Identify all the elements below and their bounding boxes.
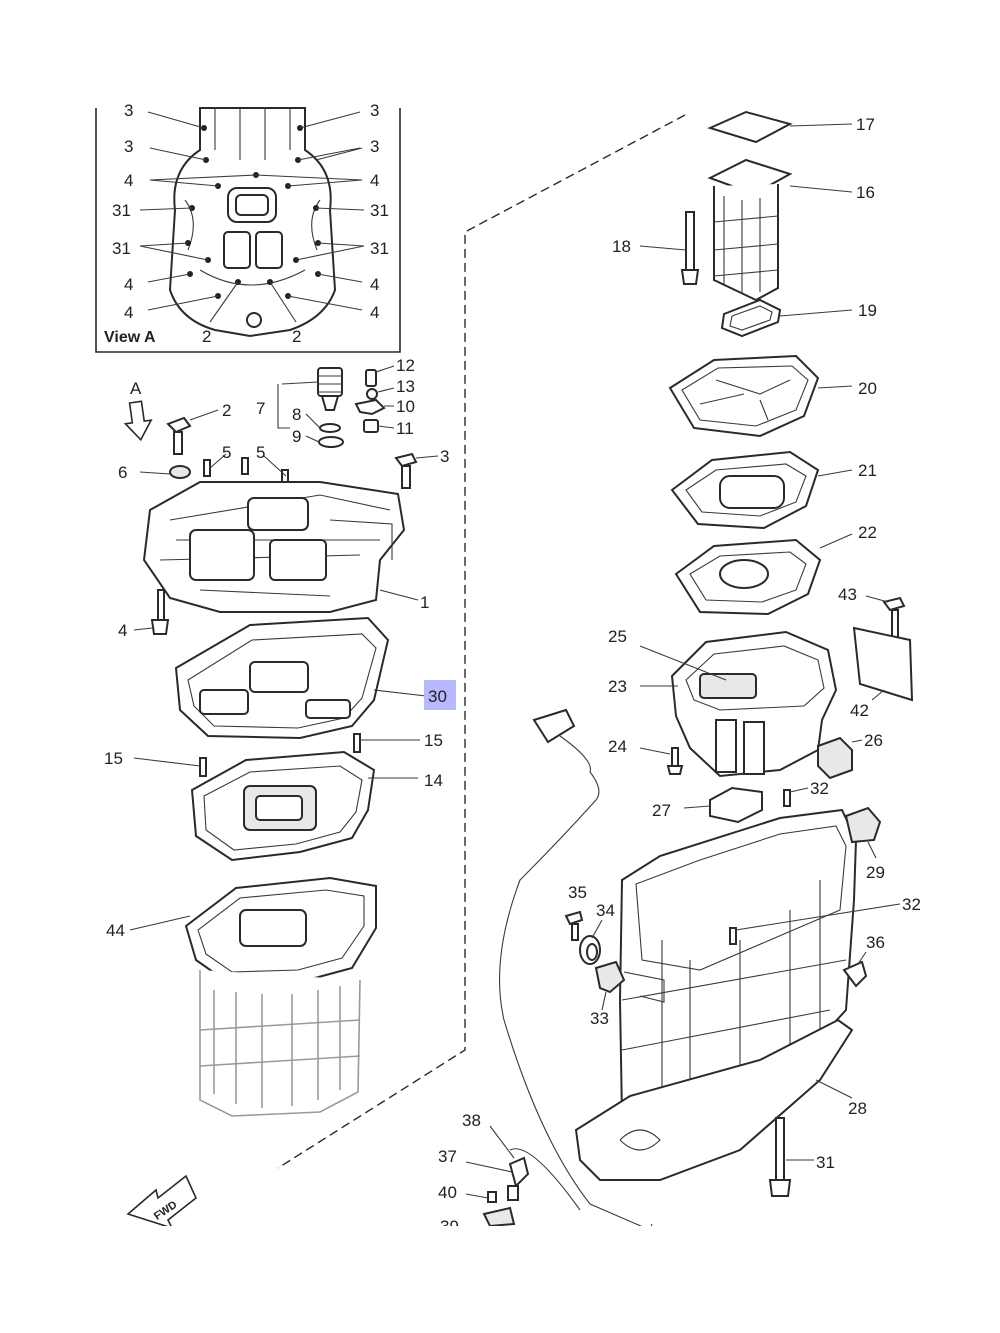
label-part-5-b: 5 xyxy=(256,443,265,462)
inset-label-4-left-a: 4 xyxy=(124,171,133,190)
label-part-24: 24 xyxy=(608,737,627,756)
label-part-19: 19 xyxy=(858,301,877,320)
label-part-34: 34 xyxy=(596,901,615,920)
inset-label-2-bottom-a: 2 xyxy=(202,327,211,346)
inset-label-4-left-c: 4 xyxy=(124,303,133,322)
label-part-12: 12 xyxy=(396,356,415,375)
inset-label-31-left-b: 31 xyxy=(112,239,131,258)
label-part-33: 33 xyxy=(590,1009,609,1028)
inset-label-3-left-b: 3 xyxy=(124,137,133,156)
label-part-17: 17 xyxy=(856,115,875,134)
inset-label-3-left-a: 3 xyxy=(124,101,133,120)
label-part-32-a: 32 xyxy=(810,779,829,798)
label-part-32-b: 32 xyxy=(902,895,921,914)
label-part-26: 26 xyxy=(864,731,883,750)
label-part-38: 38 xyxy=(462,1111,481,1130)
label-part-42: 42 xyxy=(850,701,869,720)
assembly-separator-line xyxy=(277,114,686,1169)
label-part-29: 29 xyxy=(866,863,885,882)
view-arrow-label: A xyxy=(130,379,142,398)
label-part-30: 30 xyxy=(428,687,447,706)
label-part-31: 31 xyxy=(816,1153,835,1172)
label-part-13: 13 xyxy=(396,377,415,396)
label-part-37: 37 xyxy=(438,1147,457,1166)
label-part-23: 23 xyxy=(608,677,627,696)
label-part-2: 2 xyxy=(222,401,231,420)
label-part-40: 40 xyxy=(438,1183,457,1202)
label-part-1: 1 xyxy=(420,593,429,612)
label-part-16: 16 xyxy=(856,183,875,202)
inset-label-4-right-c: 4 xyxy=(370,303,379,322)
label-part-14: 14 xyxy=(424,771,443,790)
inset-label-4-right-a: 4 xyxy=(370,171,379,190)
label-part-11: 11 xyxy=(396,419,414,438)
label-part-3: 3 xyxy=(440,447,449,466)
left-assembly: A xyxy=(104,356,456,1230)
label-part-44: 44 xyxy=(106,921,125,940)
label-part-36: 36 xyxy=(866,933,885,952)
label-part-21: 21 xyxy=(858,461,877,480)
inset-label-3-right-a: 3 xyxy=(370,101,379,120)
inset-label-4-right-b: 4 xyxy=(370,275,379,294)
inset-label-31-left-a: 31 xyxy=(112,201,131,220)
label-part-6: 6 xyxy=(118,463,127,482)
label-part-10: 10 xyxy=(396,397,415,416)
view-a-arrow-icon xyxy=(123,400,153,442)
view-a-inset: 3 3 3 3 4 4 31 31 31 31 4 4 4 4 2 2 View… xyxy=(95,101,401,353)
view-a-title: View A xyxy=(104,329,156,346)
inset-label-31-right-b: 31 xyxy=(370,239,389,258)
fwd-label: FWD xyxy=(152,1199,180,1223)
part-30-highlight xyxy=(424,680,456,710)
label-part-18: 18 xyxy=(612,237,631,256)
label-part-22: 22 xyxy=(858,523,877,542)
label-part-15-a: 15 xyxy=(104,749,123,768)
label-part-20: 20 xyxy=(858,379,877,398)
label-part-7: 7 xyxy=(256,399,265,418)
label-part-4: 4 xyxy=(118,621,127,640)
inset-label-31-right-a: 31 xyxy=(370,201,389,220)
label-part-5-a: 5 xyxy=(222,443,231,462)
label-part-25: 25 xyxy=(608,627,627,646)
right-assembly: 17 16 18 19 20 21 22 43 25 23 42 24 26 2… xyxy=(438,110,921,1236)
label-part-9: 9 xyxy=(292,427,301,446)
inset-label-2-bottom-b: 2 xyxy=(292,327,301,346)
bottom-margin xyxy=(0,1226,1000,1333)
inset-label-4-left-b: 4 xyxy=(124,275,133,294)
label-part-28: 28 xyxy=(848,1099,867,1118)
inset-label-3-right-b: 3 xyxy=(370,137,379,156)
label-part-43: 43 xyxy=(838,585,857,604)
label-part-8: 8 xyxy=(292,405,301,424)
label-part-27: 27 xyxy=(652,801,671,820)
label-part-15-b: 15 xyxy=(424,731,443,750)
label-part-35: 35 xyxy=(568,883,587,902)
